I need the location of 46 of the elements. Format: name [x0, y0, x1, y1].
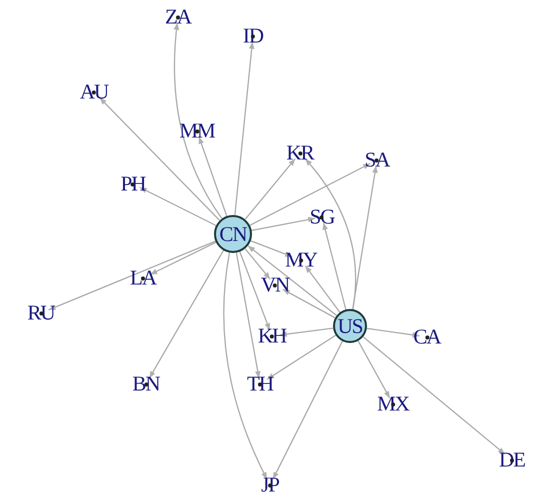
arrow	[248, 245, 337, 316]
node-label: MY	[285, 250, 317, 270]
arrow	[234, 42, 254, 216]
arrow	[99, 97, 220, 221]
arrow	[140, 186, 216, 226]
node-label: PH	[120, 174, 146, 194]
arrow	[252, 216, 316, 231]
node-label: ZA	[165, 6, 191, 28]
node-label: KH	[258, 326, 286, 346]
arrow	[239, 251, 270, 330]
arrow	[280, 328, 334, 337]
node-label: KR	[286, 142, 314, 164]
arrow	[244, 248, 271, 280]
node-label: AU	[80, 82, 108, 102]
arrow	[358, 340, 390, 398]
arrow	[272, 340, 343, 480]
arrow	[198, 136, 228, 216]
arrow	[250, 162, 370, 226]
node-label: SA	[364, 150, 390, 170]
node-label: MX	[377, 394, 409, 414]
arrow	[352, 166, 378, 310]
arrow	[150, 242, 216, 276]
node-circle: CN	[214, 215, 252, 253]
node-label: TH	[247, 374, 273, 394]
arrow	[304, 265, 340, 313]
node-circle: US	[333, 309, 367, 343]
arrow	[223, 252, 268, 480]
node-label: CA	[413, 326, 441, 348]
node-label: MM	[179, 120, 215, 142]
arrow	[322, 222, 346, 310]
node-label: RU	[27, 302, 55, 324]
arrow	[304, 158, 356, 310]
arrow	[282, 288, 336, 318]
arrow	[266, 334, 336, 380]
arrow	[250, 240, 292, 258]
arrow	[174, 22, 222, 219]
arrow	[236, 252, 260, 378]
arrow	[244, 158, 296, 220]
arrow	[366, 328, 420, 338]
node-label: LA	[130, 268, 156, 288]
arrow	[362, 336, 506, 455]
node-label: JP	[261, 474, 279, 496]
node-label: VN	[260, 274, 290, 296]
arrow	[148, 250, 224, 378]
node-label: BN	[132, 374, 160, 394]
arrow	[48, 240, 216, 310]
